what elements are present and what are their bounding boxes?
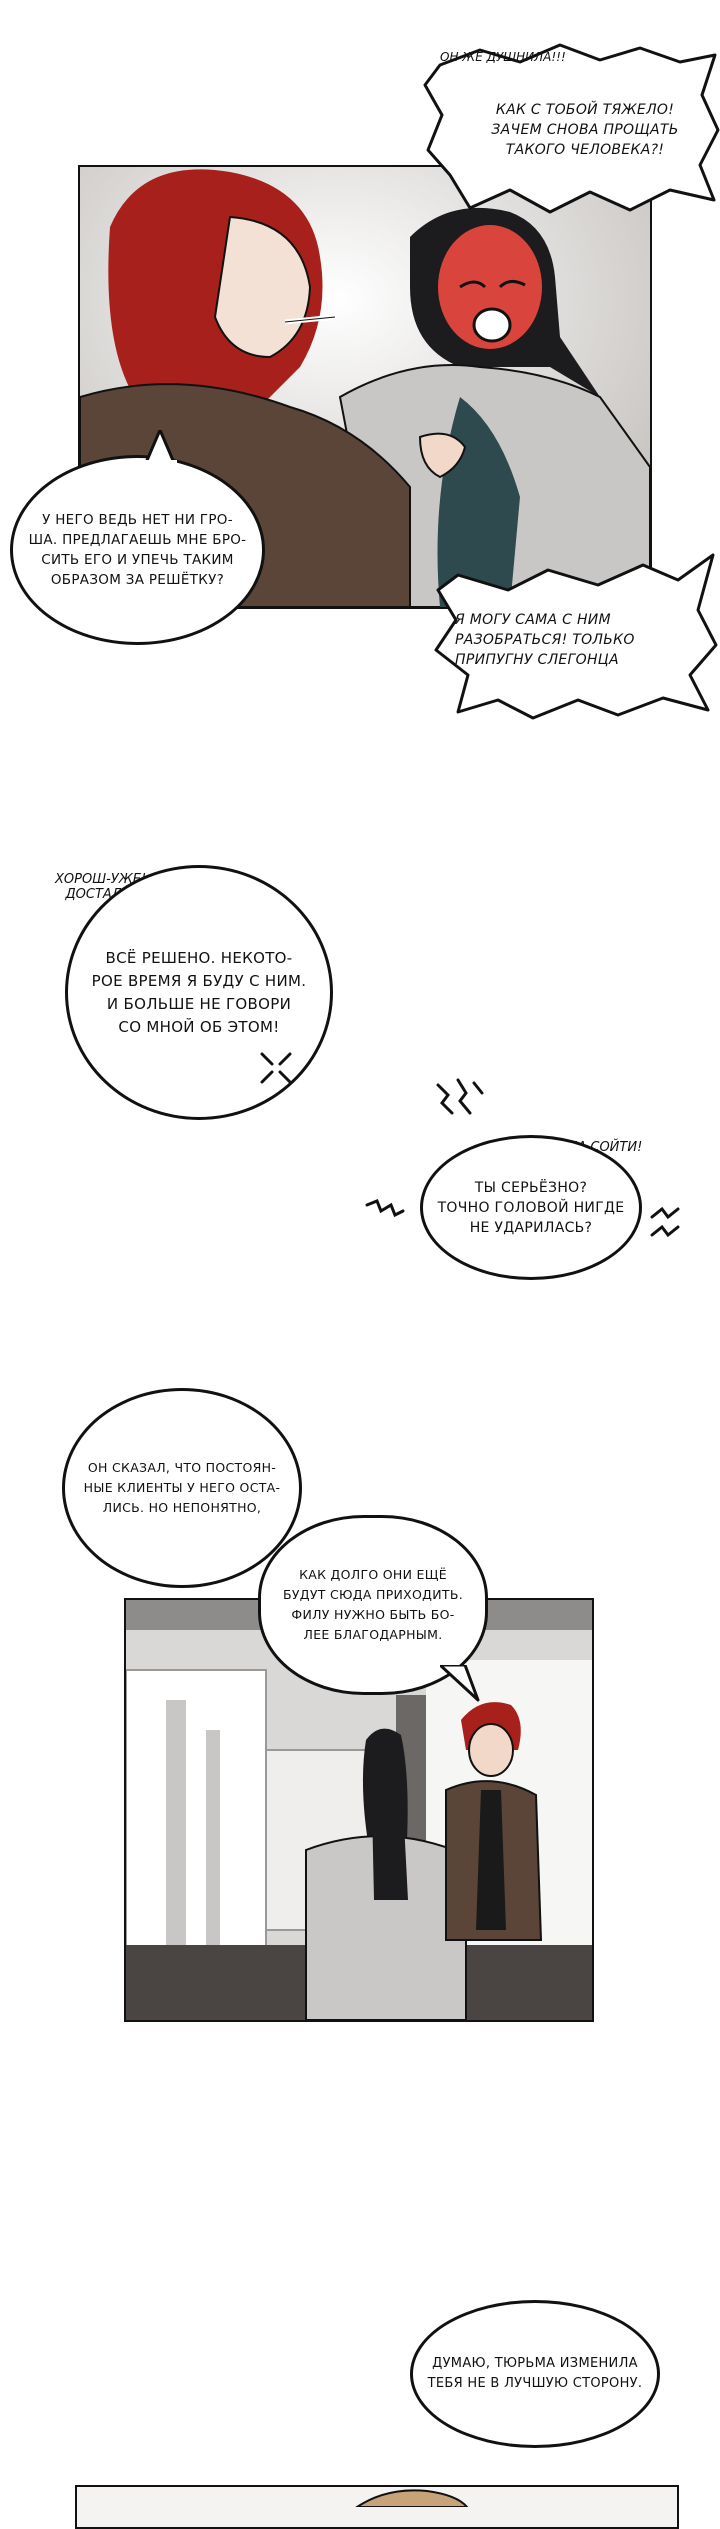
shock-lines-icon — [365, 1199, 405, 1218]
bubble-text-1: Как с тобой тяжело! Зачем снова прощать … — [491, 102, 679, 158]
shock-lines-icon — [436, 1078, 484, 1115]
shock-lines-icon — [650, 1206, 680, 1238]
bubble-text-4: Всё решено. Некото- рое время я буду с н… — [91, 948, 307, 1036]
bubble-text-2: У него ведь нет ни гро- ша. Предлагаешь … — [28, 512, 247, 588]
bubble-tail-1 — [143, 430, 177, 465]
speech-bubble-2: Всё решено. Некото- рое время я буду с н… — [65, 865, 333, 1120]
anger-icon — [260, 1052, 292, 1084]
bubble-text-6: Он сказал, что постоян- ные клиенты у не… — [83, 1460, 281, 1515]
speech-bubble-3: Ты серьёзно? Точно головой нигде не удар… — [420, 1135, 642, 1280]
panel-3-art — [355, 2489, 469, 2507]
bubble-text-8: Думаю, тюрьма изменила тебя не в лучшую … — [427, 2356, 643, 2391]
speech-bubble-1: У него ведь нет ни гро- ша. Предлагаешь … — [10, 455, 265, 645]
comic-panel-3 — [75, 2485, 679, 2529]
speech-bubble-4: Он сказал, что постоян- ные клиенты у не… — [62, 1388, 302, 1588]
speech-bubble-5: как долго они ещё будут сюда приходить. … — [258, 1515, 488, 1695]
bubble-text-7: как долго они ещё будут сюда приходить. … — [283, 1567, 463, 1642]
shout-bubble-2 — [428, 550, 718, 720]
bubble-tail-2 — [440, 1665, 480, 1702]
bubble-text-3: Я могу сама с ним разобраться! Только пр… — [455, 612, 635, 668]
shout-bubble-1 — [420, 40, 720, 220]
speech-bubble-6: Думаю, тюрьма изменила тебя не в лучшую … — [410, 2300, 660, 2448]
angry-face — [438, 225, 542, 349]
shout-note-1: ОН ЖЕ ДУШНИЛА!!! — [440, 50, 566, 64]
bubble-text-5: Ты серьёзно? Точно головой нигде не удар… — [437, 1179, 625, 1236]
